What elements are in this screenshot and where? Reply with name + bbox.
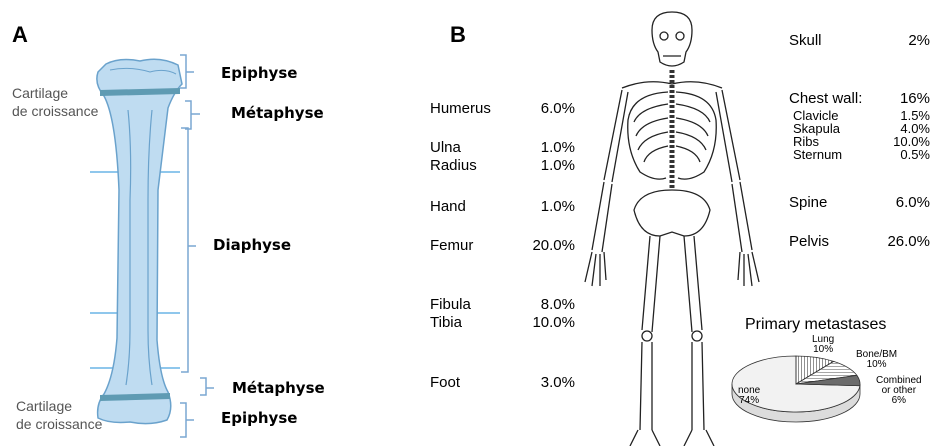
pie-label-lung-value: 10%: [812, 345, 834, 355]
pie-label-combined: Combined or other 6%: [876, 376, 922, 406]
pie-label-none-value: 74%: [738, 396, 760, 406]
pie-label-bone: Bone/BM 10%: [856, 350, 897, 370]
pie-label-lung: Lung 10%: [812, 335, 834, 355]
pie-label-none: none 74%: [738, 386, 760, 406]
pie-label-combined-value: 6%: [876, 396, 922, 406]
pie-label-bone-value: 10%: [856, 360, 897, 370]
